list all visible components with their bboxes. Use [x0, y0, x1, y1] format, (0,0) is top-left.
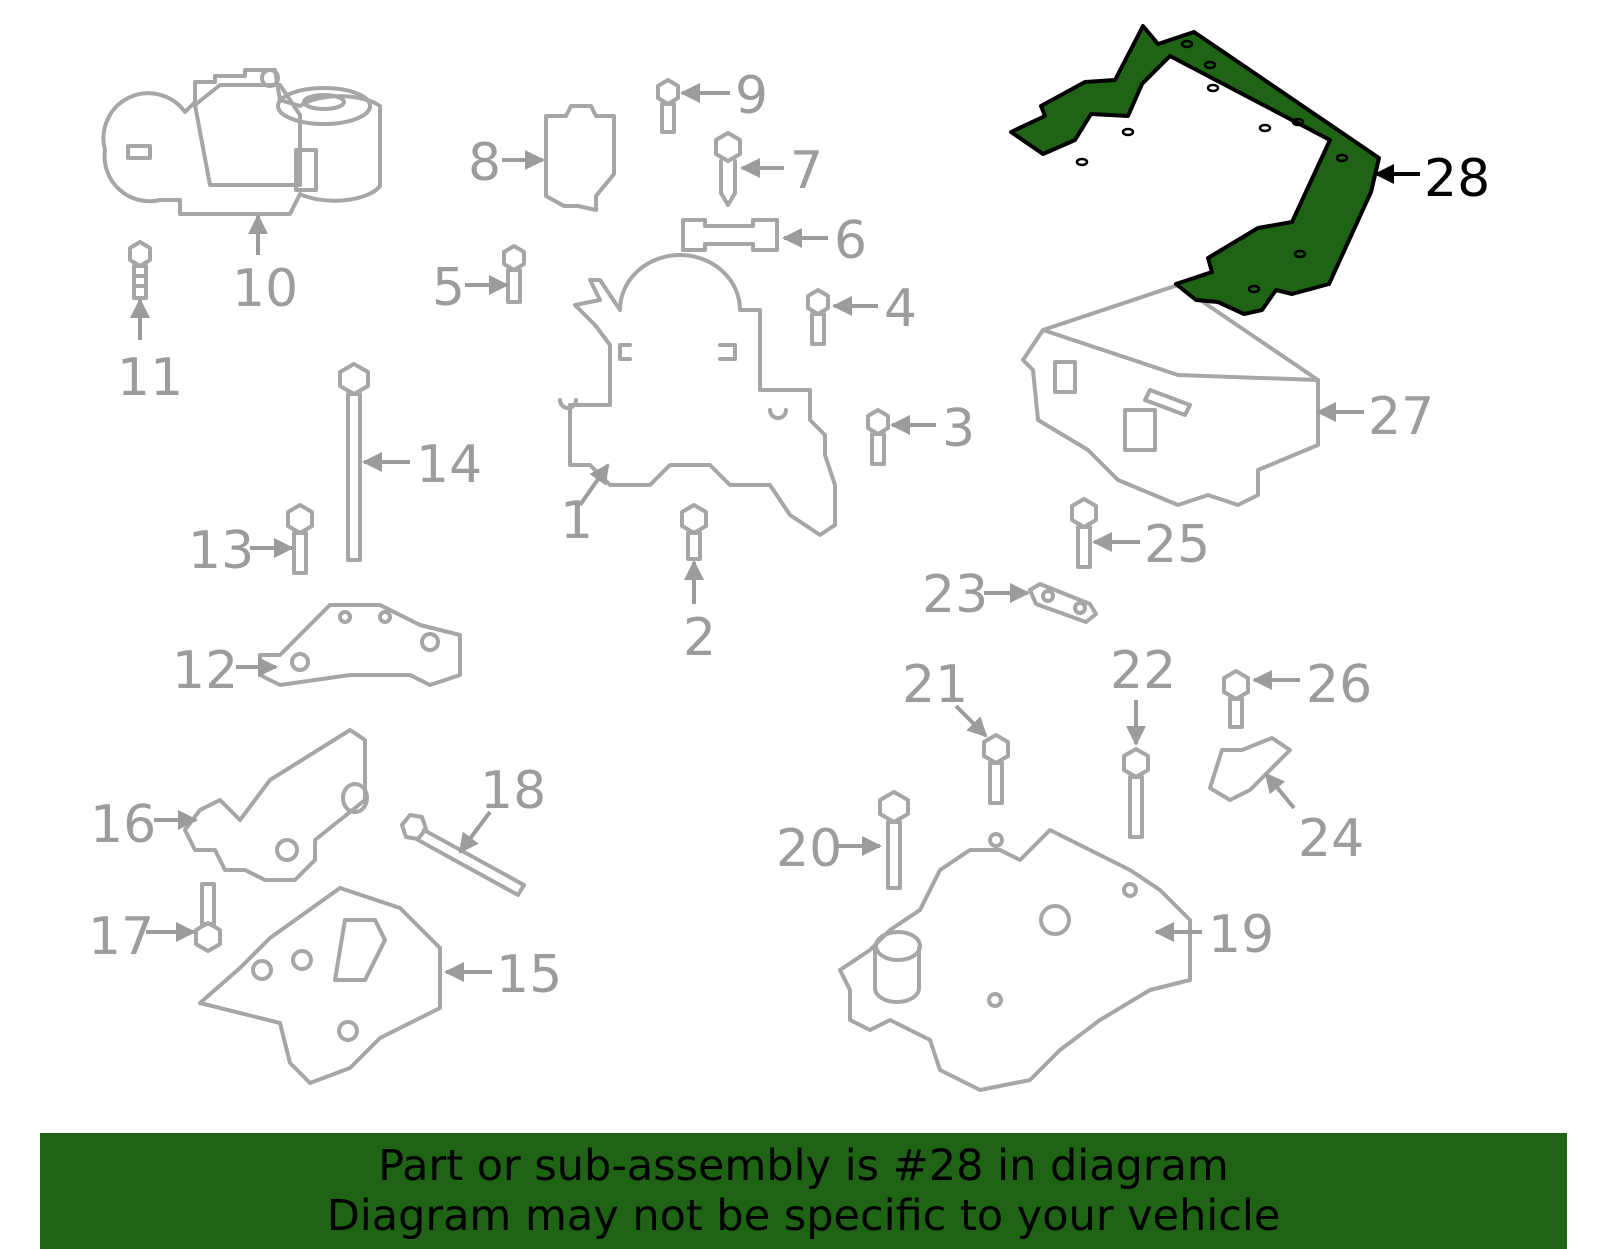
callout-4: 4 — [884, 279, 917, 339]
callout-7: 7 — [790, 141, 823, 201]
callout-19: 19 — [1208, 905, 1274, 965]
part-26-bolt[interactable] — [1222, 669, 1250, 729]
part-3-bolt[interactable] — [866, 408, 890, 466]
part-2-bolt[interactable] — [680, 503, 708, 561]
callout-26: 26 — [1306, 655, 1372, 715]
callout-10: 10 — [232, 259, 298, 319]
callout-13: 13 — [188, 521, 254, 581]
callout-1: 1 — [560, 491, 593, 551]
part-24-clip[interactable] — [1208, 736, 1292, 802]
leader-lines — [130, 83, 1420, 982]
callout-28-selected: 28 — [1424, 149, 1490, 209]
part-8-plate[interactable] — [544, 104, 616, 212]
part-5-bolt[interactable] — [502, 244, 526, 304]
callout-16: 16 — [90, 795, 156, 855]
callout-27: 27 — [1368, 387, 1434, 447]
part-9-bolt[interactable] — [656, 78, 680, 134]
part-10-actuator[interactable] — [101, 68, 382, 216]
callout-8: 8 — [468, 133, 501, 193]
callout-2: 2 — [683, 608, 716, 668]
banner-line-1: Part or sub-assembly is #28 in diagram — [378, 1141, 1229, 1191]
callout-labels: 1 2 3 4 5 6 7 8 9 10 11 12 13 14 15 16 1… — [88, 66, 1490, 1005]
part-19-large-mount[interactable] — [838, 828, 1192, 1092]
part-20-bolt[interactable] — [878, 790, 910, 890]
callout-6: 6 — [834, 211, 867, 271]
part-25-bolt[interactable] — [1070, 497, 1098, 569]
callout-14: 14 — [416, 435, 482, 495]
callout-25: 25 — [1144, 515, 1210, 575]
callout-24: 24 — [1298, 809, 1364, 869]
part-27-module[interactable] — [1021, 283, 1320, 507]
callout-3: 3 — [942, 399, 975, 459]
part-11-bolt[interactable] — [128, 240, 152, 300]
callout-15: 15 — [496, 945, 562, 1005]
callout-9: 9 — [735, 66, 768, 126]
part-14-long-bolt[interactable] — [338, 362, 370, 562]
part-12-bracket[interactable] — [258, 603, 462, 687]
part-22-bolt[interactable] — [1122, 747, 1150, 839]
callout-17: 17 — [88, 907, 154, 967]
part-18-bolt[interactable] — [400, 813, 526, 897]
part-17-bolt[interactable] — [194, 882, 222, 953]
callout-18: 18 — [480, 761, 546, 821]
part-28-bracket-highlighted[interactable] — [1009, 24, 1381, 316]
callout-12: 12 — [172, 641, 238, 701]
callout-21: 21 — [902, 655, 968, 715]
part-15-plate[interactable] — [198, 886, 442, 1085]
callout-20: 20 — [776, 819, 842, 879]
part-21-bolt[interactable] — [982, 733, 1010, 805]
part-13-bolt[interactable] — [286, 503, 314, 575]
part-7-screw[interactable] — [714, 131, 742, 207]
callout-5: 5 — [432, 258, 465, 318]
part-4-bolt[interactable] — [806, 288, 830, 346]
callout-22: 22 — [1110, 641, 1176, 701]
part-16-mount[interactable] — [183, 728, 369, 882]
callout-23: 23 — [922, 565, 988, 625]
part-6-clip[interactable] — [681, 218, 779, 252]
callout-11: 11 — [117, 348, 183, 408]
info-banner: Part or sub-assembly is #28 in diagram D… — [40, 1133, 1567, 1249]
part-23-washer[interactable] — [1028, 582, 1098, 624]
banner-line-2: Diagram may not be specific to your vehi… — [326, 1191, 1281, 1241]
part-1-mount-bracket[interactable] — [558, 253, 837, 537]
